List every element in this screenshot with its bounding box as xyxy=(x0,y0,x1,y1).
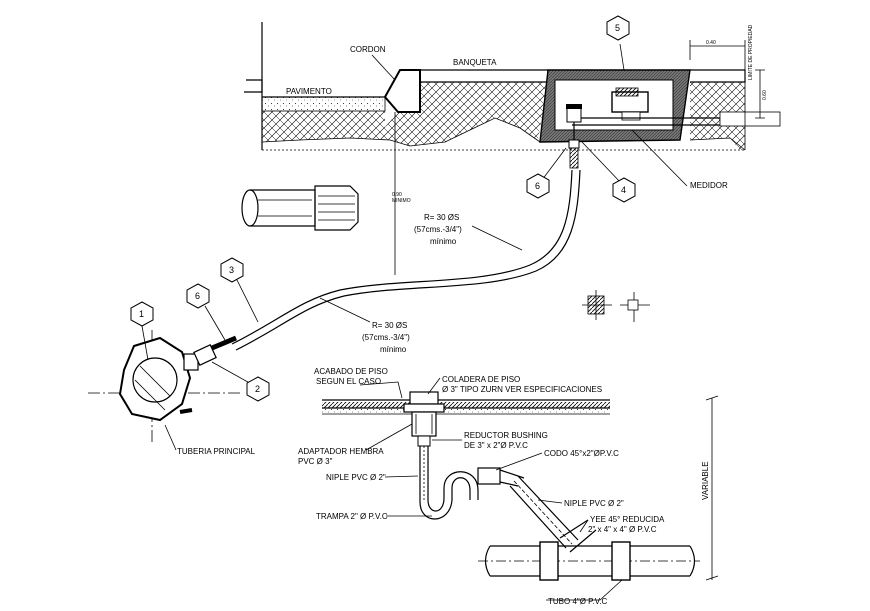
dim-040-label: 0.40 xyxy=(706,40,716,46)
radius-lower-l3: mínimo xyxy=(380,345,407,354)
niple-right-label: NIPLE PVC Ø 2" xyxy=(564,499,624,508)
callout-6-lower: 6 xyxy=(186,283,210,309)
callout-6-upper: 6 xyxy=(526,173,550,199)
reductor-l1: REDUCTOR BUSHING xyxy=(464,431,548,440)
yee-l2: 2" x 4" x 4" Ø P.V.C xyxy=(588,525,657,534)
svg-text:5: 5 xyxy=(615,23,620,33)
vertical-note-l2: MINIMO xyxy=(392,198,411,204)
cordon-label: CORDON xyxy=(350,45,386,54)
callout-3: 3 xyxy=(220,257,244,283)
tuberia-principal-label: TUBERIA PRINCIPAL xyxy=(177,447,256,456)
reductor-l2: DE 3" x 2"Ø P.V.C xyxy=(464,441,528,450)
medidor-label: MEDIDOR xyxy=(690,181,728,190)
radius-lower-l1: R= 30 ØS xyxy=(372,321,407,330)
pavimento-label: PAVIMENTO xyxy=(286,87,332,96)
coladera-l2: Ø 3" TIPO ZURN VER ESPECIFICACIONES xyxy=(442,385,602,394)
radius-lower-l2: (57cms.-3/4") xyxy=(362,333,410,342)
acabado-l2: SEGUN EL CASO xyxy=(316,377,381,386)
callout-5: 5 xyxy=(606,15,630,41)
small-symbol xyxy=(582,290,650,322)
service-pipe xyxy=(231,169,581,351)
svg-text:1: 1 xyxy=(139,309,144,319)
svg-text:6: 6 xyxy=(195,291,200,301)
main-pipe-section xyxy=(88,330,240,445)
niple-left-label: NIPLE PVC Ø 2" xyxy=(326,473,386,482)
tubo-label: TUBO 4"Ø P.V.C xyxy=(548,597,608,606)
drain-section xyxy=(322,391,719,581)
adaptador-l2: PVC Ø 3" xyxy=(298,457,333,466)
callout-1: 1 xyxy=(130,301,154,327)
trampa-label: TRAMPA 2" Ø P.V.C xyxy=(316,512,388,521)
svg-text:2: 2 xyxy=(255,384,260,394)
svg-text:4: 4 xyxy=(621,185,626,195)
adaptador-l1: ADAPTADOR HEMBRA xyxy=(298,447,384,456)
svg-text:6: 6 xyxy=(535,181,540,191)
svg-text:3: 3 xyxy=(229,265,234,275)
callout-2: 2 xyxy=(246,376,270,402)
acabado-l1: ACABADO DE PISO xyxy=(314,367,388,376)
variable-label: VARIABLE xyxy=(701,461,710,500)
coupling-sketch xyxy=(241,185,359,231)
codo-label: CODO 45°x2"ØP.V.C xyxy=(544,449,619,458)
vertical-note-l1: 0.90 xyxy=(392,192,402,198)
callout-4: 4 xyxy=(612,177,636,203)
dim-060-label: 0.60 xyxy=(762,90,768,100)
yee-l1: YEE 45° REDUCIDA xyxy=(590,515,665,524)
property-line-label: LIMITE DE PROPIEDAD xyxy=(748,24,754,80)
street-section: 0.40 0.60 LIMITE DE PROPIEDAD xyxy=(244,22,781,169)
callouts: 1 2 3 4 5 6 6 xyxy=(130,15,636,402)
coladera-l1: COLADERA DE PISO xyxy=(442,375,520,384)
radius-upper-l1: R= 30 ØS xyxy=(424,213,459,222)
radius-upper-l3: mínimo xyxy=(430,237,457,246)
radius-upper-l2: (57cms.-3/4") xyxy=(414,225,462,234)
banqueta-label: BANQUETA xyxy=(453,58,497,67)
